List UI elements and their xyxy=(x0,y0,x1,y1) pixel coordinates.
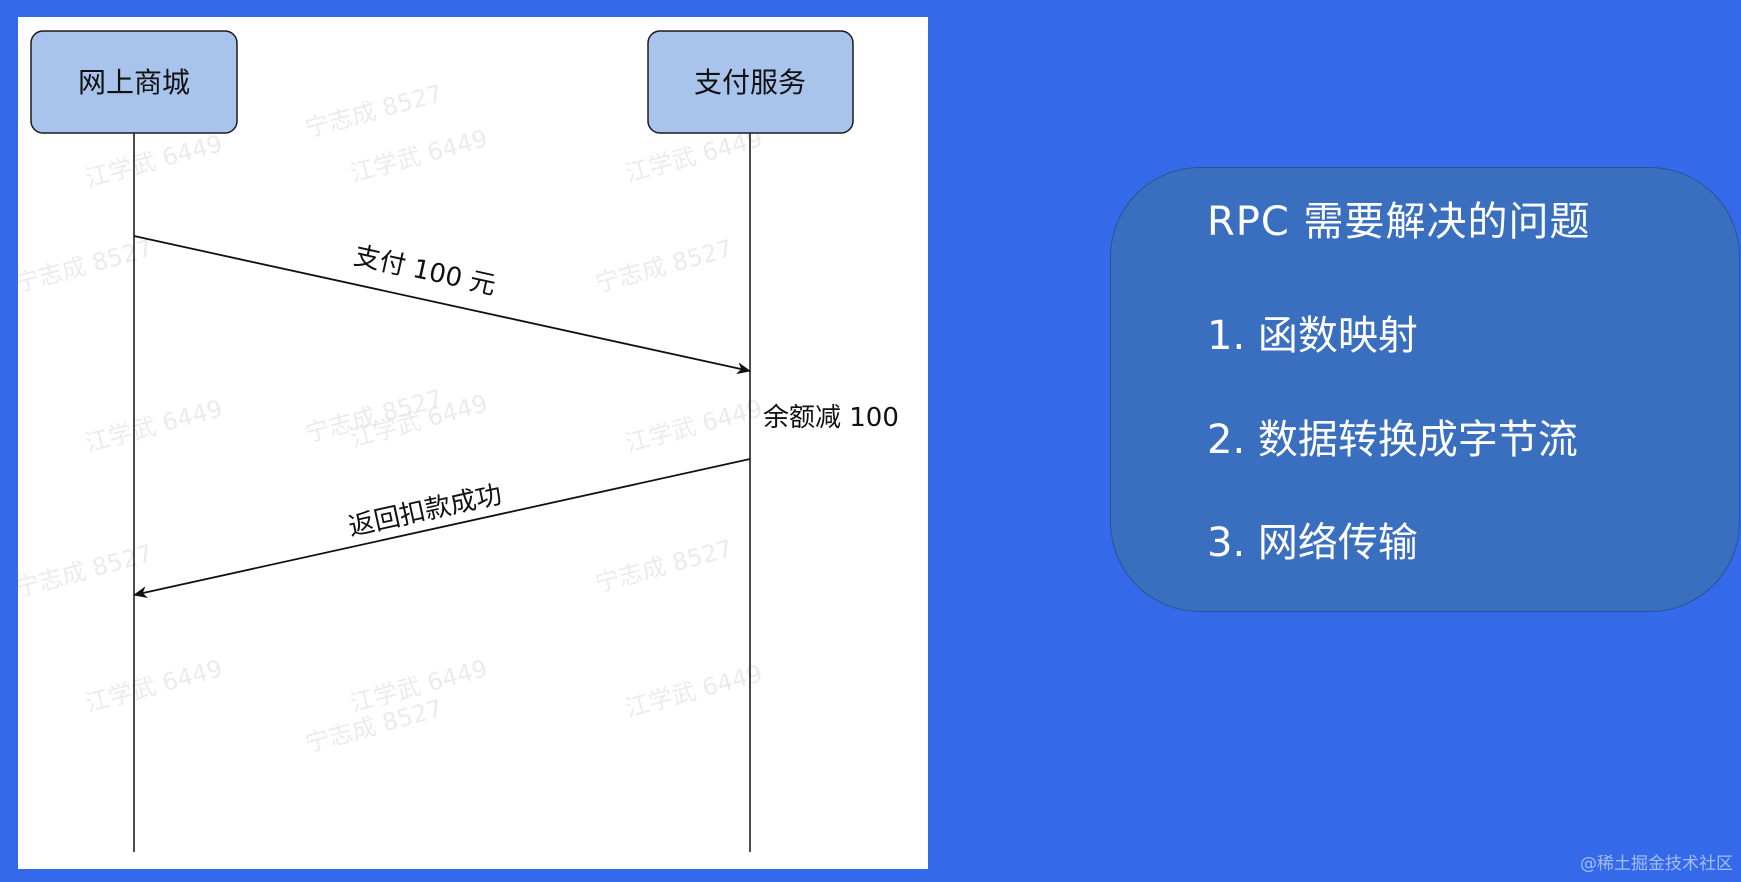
message-label-pay: 支付 100 元 xyxy=(351,241,498,301)
problem-item-network-transport: 3. 网络传输 xyxy=(1207,520,1418,566)
watermark-a: 宁志成 8527 xyxy=(302,79,445,142)
footer-watermark: @稀土掘金技术社区 xyxy=(1580,854,1733,874)
watermark-layer: 宁志成 8527 江学武 6449 江学武 6449 江学武 6449 宁志成 … xyxy=(18,79,765,757)
actor-box-payment xyxy=(647,30,854,134)
message-label-deduct: 余额减 100 xyxy=(763,403,899,433)
watermark-b: 江学武 6449 xyxy=(622,124,765,187)
message-arrow-pay xyxy=(133,235,751,375)
actor-box-mall xyxy=(30,30,238,134)
sequence-diagram: 宁志成 8527 江学武 6449 江学武 6449 江学武 6449 宁志成 … xyxy=(18,30,899,852)
message-arrow-return xyxy=(133,458,751,599)
watermark-b: 江学武 6449 xyxy=(82,394,225,457)
card-title: RPC 需要解决的问题 xyxy=(1207,199,1591,245)
problem-item-function-mapping: 1. 函数映射 xyxy=(1207,313,1418,359)
watermark-b: 江学武 6449 xyxy=(347,124,490,187)
watermark-b: 江学武 6449 xyxy=(622,394,765,457)
actor-mall[interactable]: 网上商城 xyxy=(30,30,238,134)
watermark-b: 江学武 6449 xyxy=(622,659,765,722)
watermark-a: 宁志成 8527 xyxy=(18,539,155,602)
actor-label-payment: 支付服务 xyxy=(694,66,806,99)
message-label-return: 返回扣款成功 xyxy=(346,480,505,543)
rpc-problems-card: RPC 需要解决的问题 1. 函数映射 2. 数据转换成字节流 3. 网络传输 xyxy=(1110,167,1740,612)
watermark-b: 江学武 6449 xyxy=(82,129,225,192)
sequence-diagram-panel: 宁志成 8527 江学武 6449 江学武 6449 江学武 6449 宁志成 … xyxy=(18,17,928,869)
watermark-b: 江学武 6449 xyxy=(82,654,225,717)
watermark-a: 宁志成 8527 xyxy=(18,234,155,297)
actor-label-mall: 网上商城 xyxy=(78,66,190,99)
watermark-a: 宁志成 8527 xyxy=(592,234,735,297)
watermark-a: 宁志成 8527 xyxy=(592,534,735,597)
actor-payment[interactable]: 支付服务 xyxy=(647,30,854,134)
problem-item-serialization: 2. 数据转换成字节流 xyxy=(1207,417,1578,463)
